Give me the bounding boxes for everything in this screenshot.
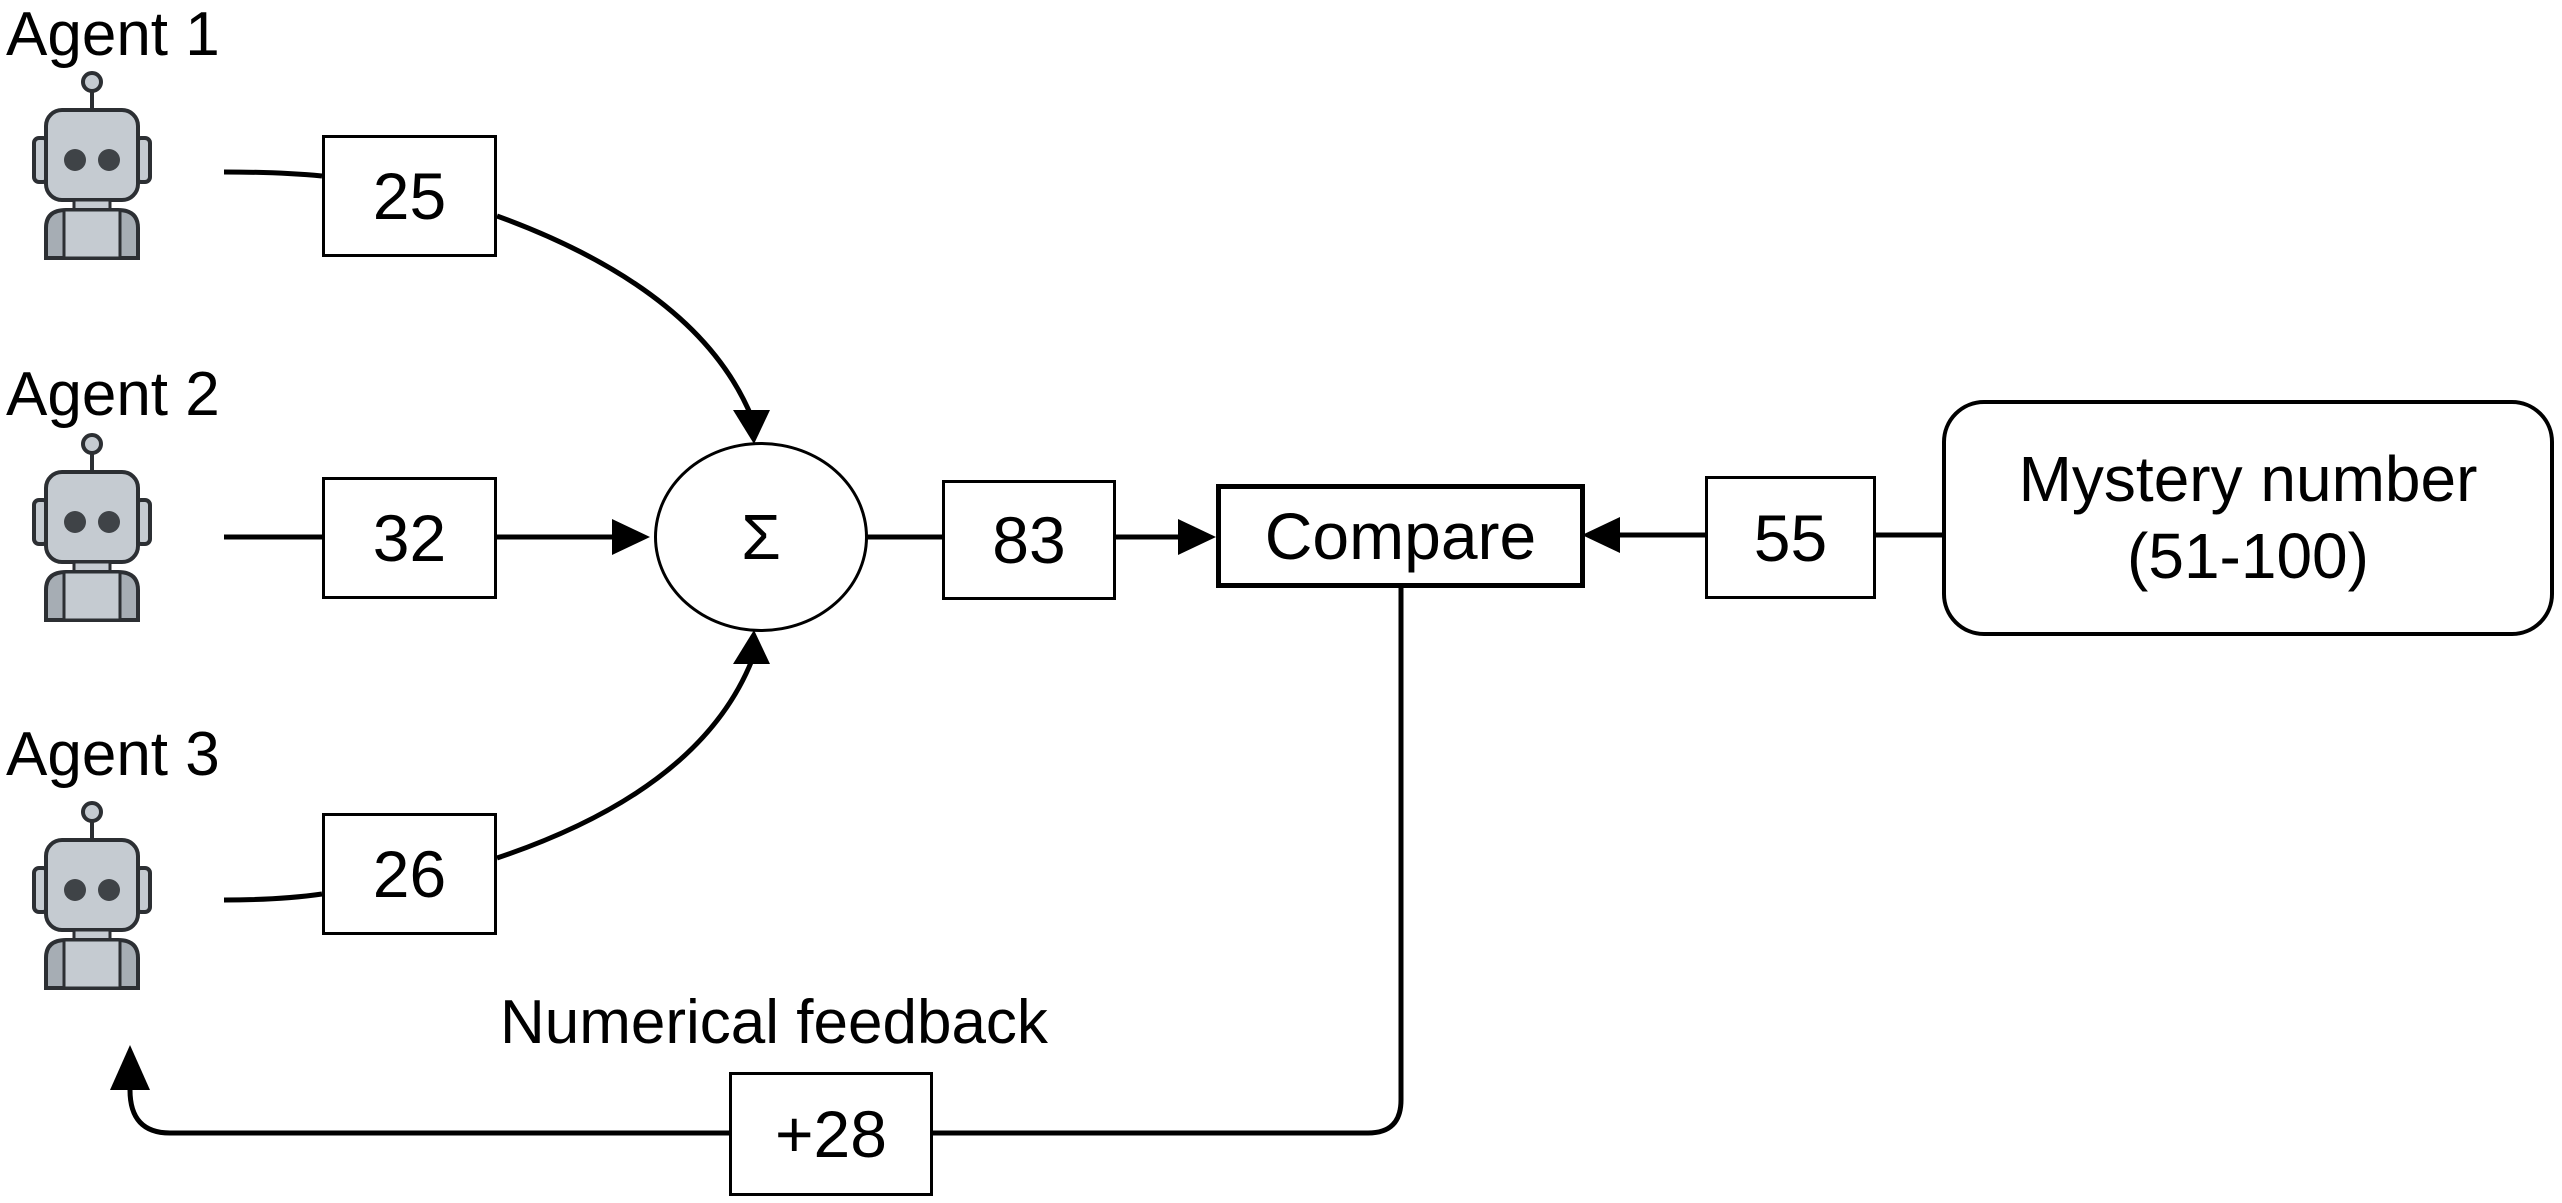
mystery-number-box: Mystery number (51-100) [1942, 400, 2554, 636]
agent2-label: Agent 2 [6, 360, 220, 429]
mystery-value-box: 55 [1705, 476, 1876, 599]
arrowhead-sum-top [733, 410, 770, 444]
mystery-range: (51-100) [2127, 520, 2369, 592]
agent1-label: Agent 1 [6, 0, 220, 69]
agent1-link [223, 169, 323, 179]
agent3-link [223, 891, 323, 903]
arrowhead-sum-left [612, 519, 650, 555]
agent2-guess-box: 32 [322, 477, 497, 599]
agent3-robot-icon [32, 801, 152, 990]
feedback-label: Numerical feedback [500, 988, 1048, 1057]
arrowhead-compare-right [1582, 517, 1620, 553]
arrowhead-compare-left [1178, 519, 1216, 555]
arrowhead-sum-bottom [733, 630, 770, 664]
compare-box: Compare [1216, 484, 1585, 588]
guess3-to-sum-arrow [496, 659, 755, 861]
agent1-robot-icon [32, 71, 152, 260]
mystery-title: Mystery number [2018, 443, 2478, 516]
agent1-guess-box: 25 [322, 135, 497, 257]
total-box: 83 [942, 480, 1116, 600]
arrowhead-agents [110, 1045, 150, 1090]
agent3-guess-box: 26 [322, 813, 497, 935]
guess1-to-sum-arrow [496, 213, 755, 419]
agent2-robot-icon [32, 433, 152, 622]
feedback-value-box: +28 [729, 1072, 933, 1196]
connectors [127, 169, 1942, 1136]
feedback-to-agents-arrow [127, 1068, 729, 1136]
sum-node: Σ [654, 442, 868, 632]
agent3-label: Agent 3 [6, 720, 220, 789]
arrowheads [110, 410, 1620, 1090]
feedback-loop-line [933, 586, 1404, 1136]
